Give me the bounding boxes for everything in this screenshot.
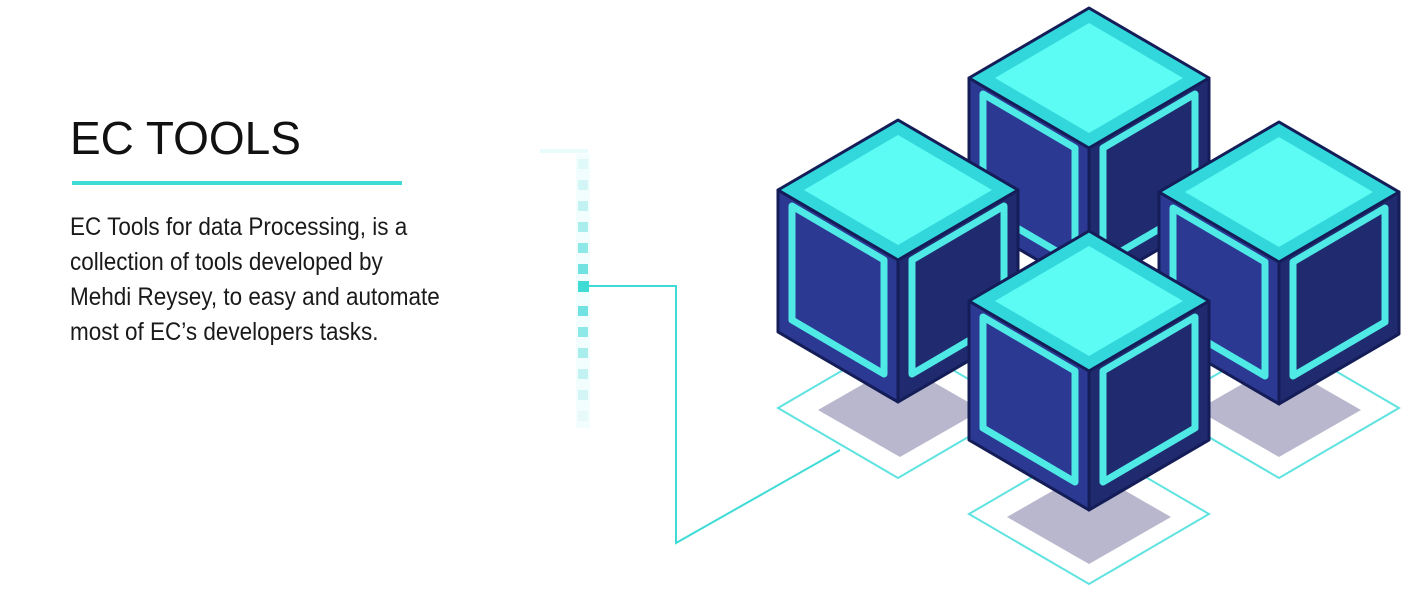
description-line: EC Tools for data Processing, is a (70, 213, 408, 241)
description-text: EC Tools for data Processing, is a colle… (70, 210, 493, 350)
connector-line (589, 285, 841, 545)
page-title: EC TOOLS (70, 112, 301, 164)
description-line: most of EC’s developers tasks. (70, 318, 379, 346)
description-line: Mehdi Reysey, to easy and automate (70, 283, 440, 311)
title-underline (72, 181, 402, 185)
cube-shadows (818, 363, 1361, 564)
description-line: collection of tools developed by (70, 248, 383, 276)
dotted-connector (540, 149, 590, 428)
cube-icon (967, 229, 1211, 512)
cube-icon (776, 118, 1020, 404)
